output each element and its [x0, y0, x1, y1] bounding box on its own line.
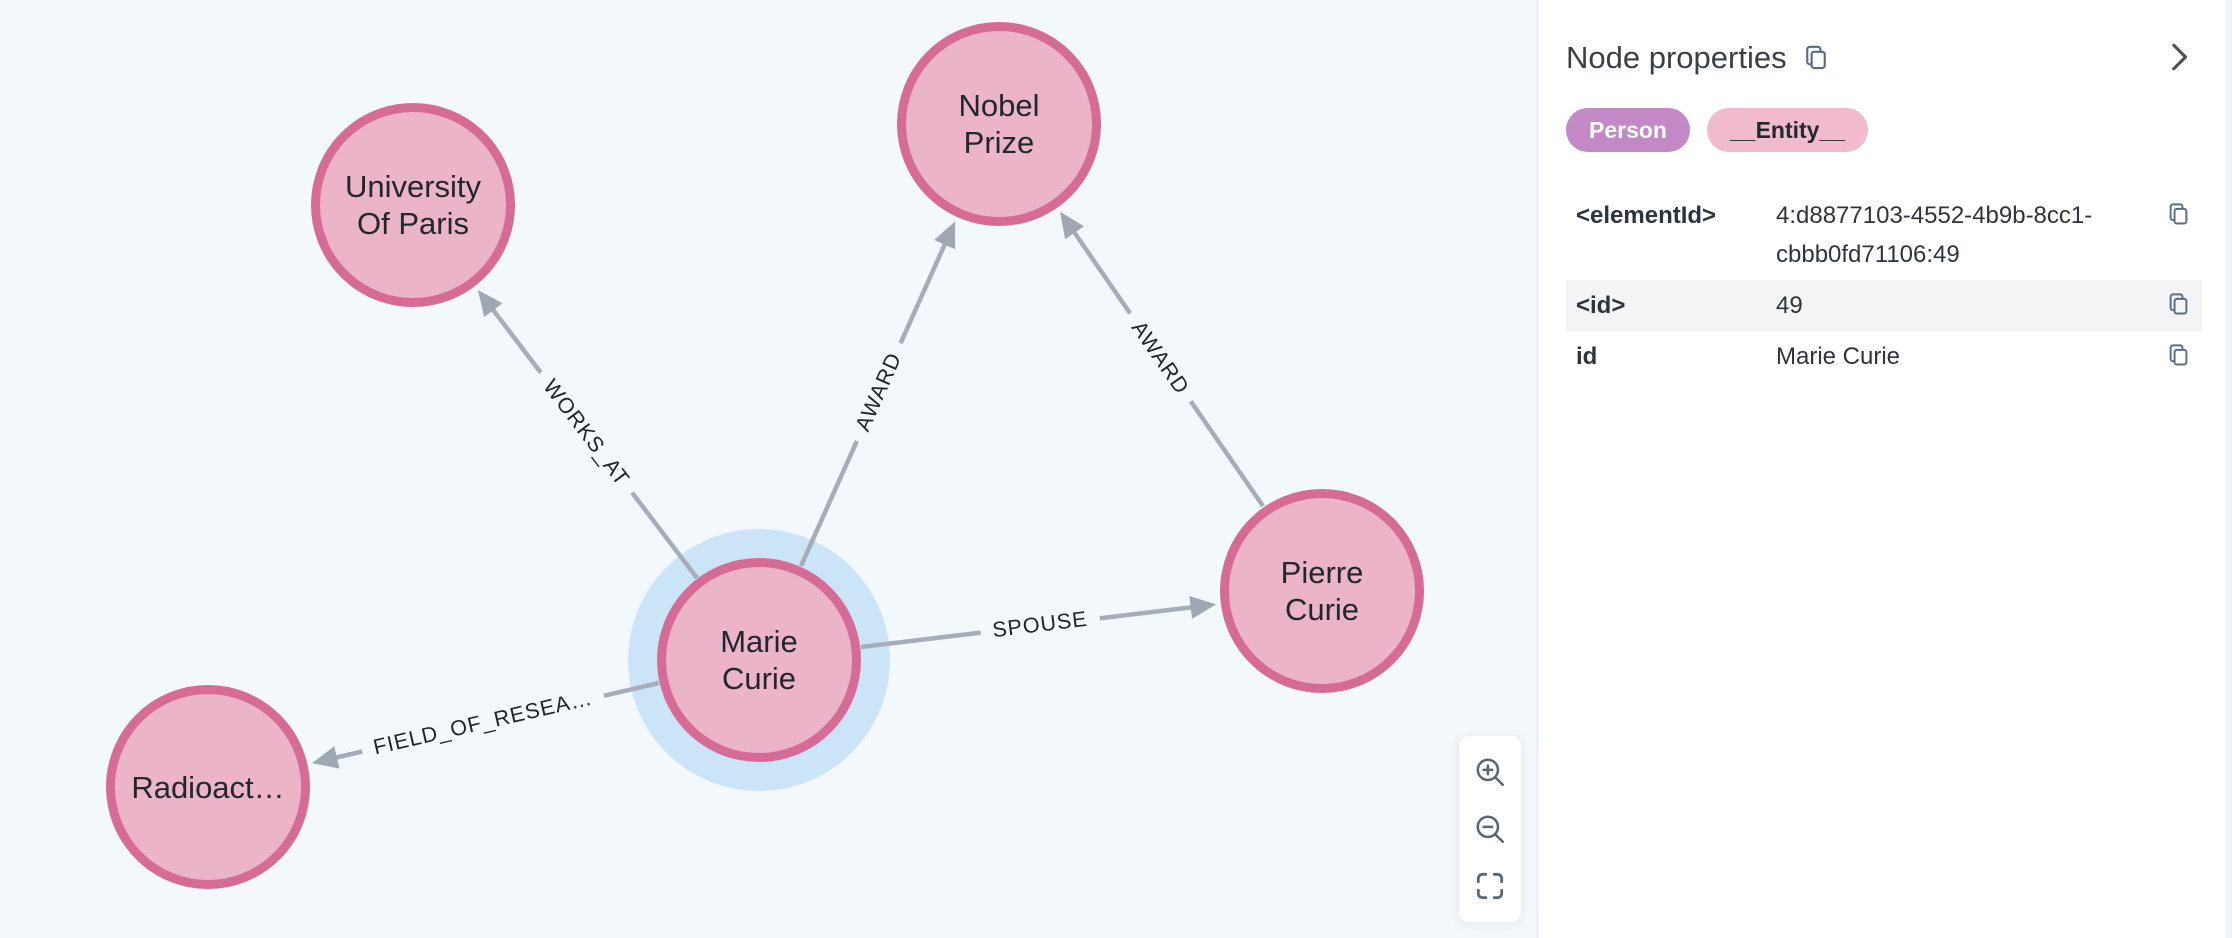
node-label: Radioact…: [131, 769, 285, 805]
chevron-right-icon: [2172, 43, 2188, 71]
property-row-id-internal: <id> 49: [1566, 280, 2202, 331]
zoom-in-button[interactable]: [1470, 752, 1510, 792]
page-edge-strip: [2226, 0, 2232, 938]
properties-table: <elementId> 4:d8877103-4552-4b9b-8cc1-cb…: [1566, 190, 2202, 382]
zoom-toolbar: [1458, 735, 1522, 923]
node-label: Curie: [1284, 592, 1360, 627]
collapse-panel-button[interactable]: [2156, 34, 2202, 80]
copy-icon: [2169, 203, 2188, 225]
node-label-badges: Person __Entity__: [1566, 108, 2198, 152]
zoom-out-button[interactable]: [1470, 809, 1510, 849]
node-label: Pierre: [1280, 555, 1364, 590]
node-pierre-curie[interactable]: Pierre Curie: [1220, 489, 1424, 693]
copy-property-button[interactable]: [2165, 291, 2192, 318]
property-key: <elementId>: [1576, 202, 1717, 229]
fit-to-screen-icon: [1476, 872, 1504, 900]
property-row-id: id Marie Curie: [1566, 331, 2202, 382]
zoom-in-icon: [1476, 758, 1505, 787]
property-value: Marie Curie: [1776, 343, 1901, 370]
property-key: id: [1576, 343, 1598, 370]
copy-property-button[interactable]: [2165, 201, 2192, 228]
panel-title: Node properties: [1566, 40, 1787, 75]
node-label: University: [344, 169, 482, 204]
property-row-element-id: <elementId> 4:d8877103-4552-4b9b-8cc1-cb…: [1566, 190, 2202, 280]
panel-header: Node properties: [1566, 40, 2198, 76]
node-label-badge-person[interactable]: Person: [1566, 108, 1690, 152]
copy-all-properties-button[interactable]: [1801, 43, 1831, 73]
node-marie-curie-selected[interactable]: Marie Curie: [657, 558, 861, 762]
node-label: Nobel: [958, 88, 1040, 123]
copy-icon: [1805, 45, 1826, 70]
property-value: 4:d8877103-4552-4b9b-8cc1-cbbb0fd71106:4…: [1776, 202, 2093, 268]
node-label: Marie: [720, 624, 798, 659]
node-nobel-prize[interactable]: Nobel Prize: [897, 22, 1101, 226]
graph-canvas[interactable]: University Of Paris Nobel Prize Marie Cu…: [0, 0, 1537, 938]
node-label: Curie: [721, 661, 797, 696]
node-properties-panel: Node properties Person __Entity__ <eleme…: [1537, 0, 2226, 938]
copy-property-button[interactable]: [2165, 342, 2192, 369]
zoom-out-icon: [1476, 815, 1505, 844]
node-label: Prize: [963, 125, 1035, 160]
property-key: <id>: [1576, 292, 1626, 319]
copy-icon: [2169, 344, 2188, 366]
copy-icon: [2169, 293, 2188, 315]
property-value: 49: [1776, 292, 1803, 319]
node-label-badge-entity[interactable]: __Entity__: [1706, 108, 1869, 152]
node-radioactivity[interactable]: Radioact…: [106, 685, 310, 889]
node-university-of-paris[interactable]: University Of Paris: [311, 103, 515, 307]
fit-to-screen-button[interactable]: [1470, 866, 1510, 906]
node-label: Of Paris: [357, 206, 469, 241]
